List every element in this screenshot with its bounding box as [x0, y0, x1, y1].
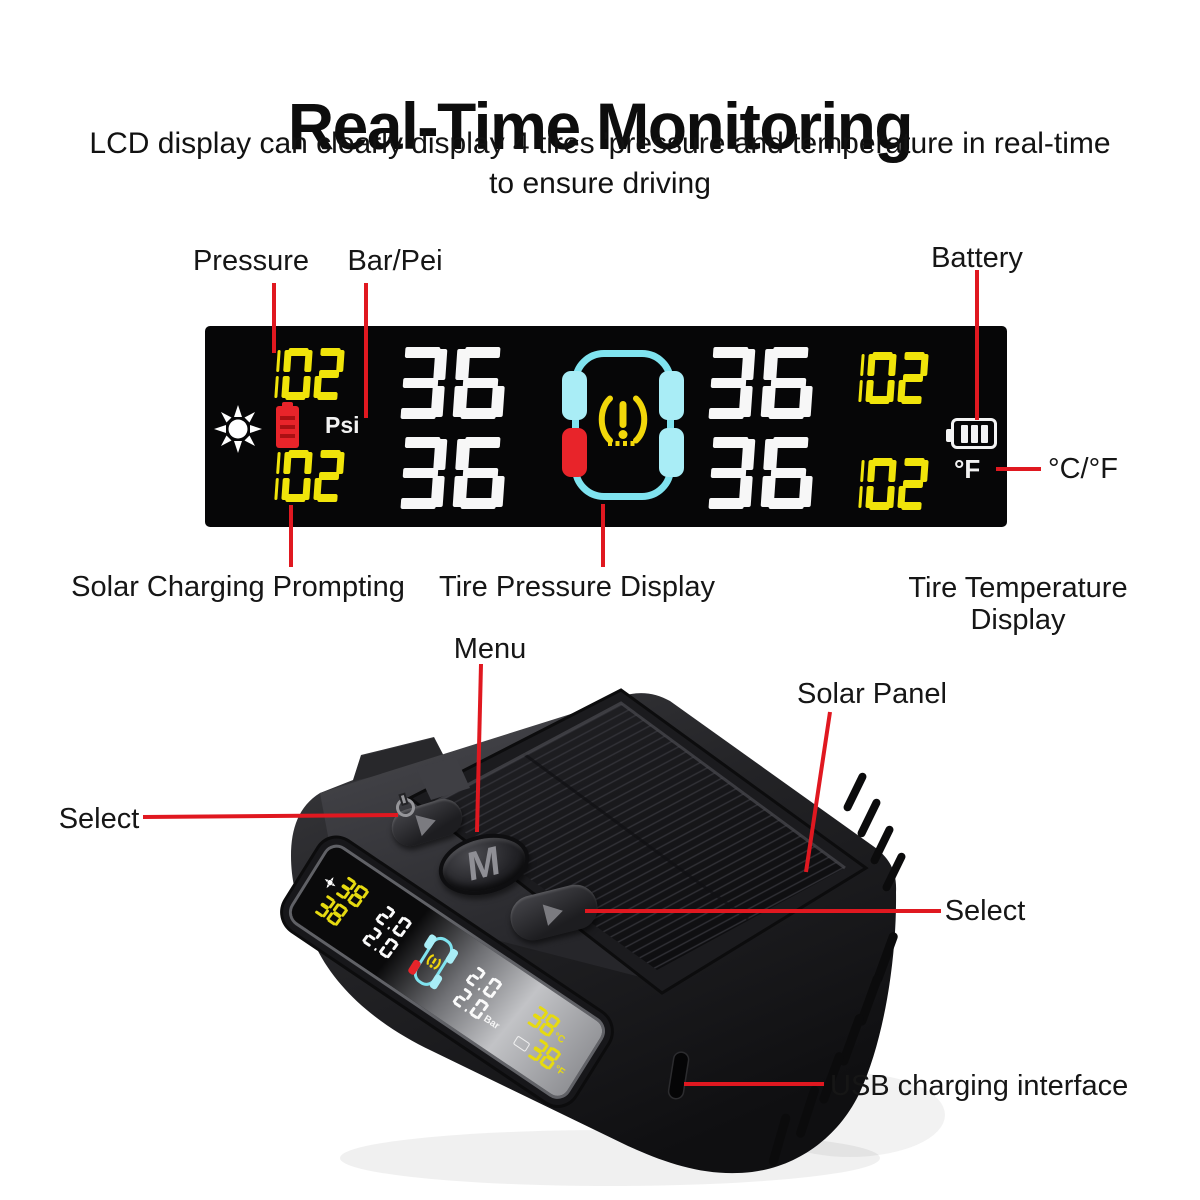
page-subtitle: LCD display can clearly display 4 tires …: [0, 124, 1200, 204]
mini-left-pressures: [361, 903, 413, 959]
low-battery-icon: [276, 402, 299, 448]
tpms-warning-icon: [595, 393, 651, 458]
subtitle-line-2: to ensure driving: [489, 167, 711, 200]
mini-tpms-warning-icon: [426, 953, 441, 970]
lcd-display: Psi °F: [205, 326, 1007, 527]
mini-battery-icon: [512, 1034, 531, 1052]
menu-button-label: M: [465, 837, 503, 891]
mini-right-temps: °C °F: [512, 1003, 587, 1078]
subtitle-line-1: LCD display can clearly display 4 tires …: [89, 127, 1111, 160]
panel-corner-clip: [416, 757, 470, 800]
lcd-value-rear-right-temp: [703, 437, 813, 509]
lcd-value-rear-right-pressure: [851, 458, 929, 510]
mini-temp-unit-bottom: °F: [552, 1063, 567, 1079]
callout-solar-charging: Solar Charging Prompting: [71, 571, 405, 603]
solar-panel-edge-highlight: [427, 701, 846, 870]
car-diagram: [553, 350, 693, 504]
page-title: Real-Time Monitoring: [287, 89, 914, 164]
lcd-value-front-left-temp: [395, 347, 505, 419]
device-back-ledge: [353, 738, 446, 781]
lcd-value-front-left-pressure: [267, 348, 345, 400]
lcd-value-rear-left-temp: [395, 437, 505, 509]
mini-car-diagram: [402, 927, 463, 996]
solar-panel-divider: [523, 752, 749, 921]
tire-rear-left-alert-indicator: [562, 428, 587, 477]
lcd-value-rear-left-pressure: [267, 450, 345, 502]
mini-right-pressures: Bar: [452, 965, 520, 1032]
callout-select-right: Select: [944, 895, 1026, 927]
select-right-arrow-icon: [542, 899, 566, 926]
tire-front-left-indicator: [562, 371, 587, 420]
callout-tire-temperature-line2: Display: [970, 604, 1066, 636]
callout-battery: Battery: [931, 242, 1023, 274]
callout-select-left: Select: [58, 803, 140, 835]
lcd-value-front-right-temp: [703, 347, 813, 419]
callout-solar-panel: Solar Panel: [797, 678, 947, 710]
vent-slots-upper: [843, 772, 906, 892]
callout-usb: USB charging interface: [830, 1070, 1129, 1102]
callout-menu: Menu: [453, 633, 527, 665]
device-mini-lcd: Bar °C °F: [287, 843, 607, 1101]
tire-rear-right-indicator: [659, 428, 684, 477]
callout-tire-temperature-line1: Tire Temperature: [908, 572, 1128, 604]
car-outline: [562, 350, 684, 500]
battery-icon: [946, 418, 997, 449]
callout-temp-unit-toggle: °C/°F: [1048, 453, 1118, 485]
callout-pressure: Pressure: [192, 245, 310, 277]
tire-front-right-indicator: [659, 371, 684, 420]
lcd-value-front-right-pressure: [851, 352, 929, 404]
mini-left-temps: [307, 865, 370, 931]
sun-icon: [213, 404, 263, 459]
mini-sun-icon: [324, 876, 336, 888]
callout-tire-temperature: Tire Temperature Display: [868, 572, 1168, 636]
temp-unit-label: °F: [954, 454, 981, 484]
pressure-unit-label: Psi: [325, 412, 360, 438]
callout-tire-pressure: Tire Pressure Display: [438, 571, 716, 603]
usb-port: [667, 1051, 690, 1100]
mini-pressure-unit: Bar: [481, 1013, 502, 1032]
callout-bar-pei: Bar/Pei: [347, 245, 443, 277]
mini-temp-unit-top: °C: [551, 1030, 567, 1046]
select-left-arrow-icon: [415, 809, 439, 836]
vent-slots-lower: [768, 932, 898, 1166]
